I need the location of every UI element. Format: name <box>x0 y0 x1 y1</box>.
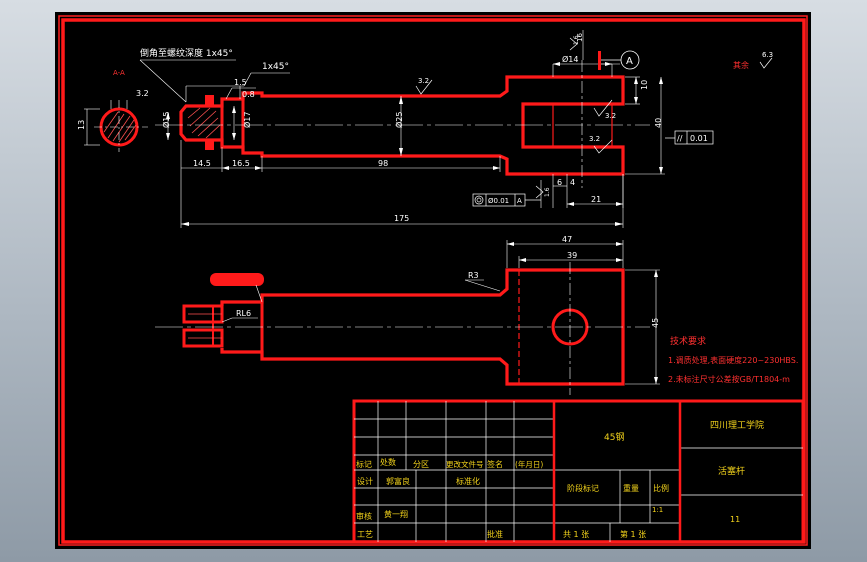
h-approve: 批准 <box>487 529 503 539</box>
roughness-3-2a: 3.2 <box>418 77 429 85</box>
chamfer-thread-note: 倒角至螺纹深度 1x45° <box>140 47 233 59</box>
dim-47: 47 <box>562 235 572 244</box>
datum-a-marker <box>598 50 640 70</box>
h-date: (年月日) <box>515 459 543 469</box>
dim-16: 16 <box>576 33 584 42</box>
outer-frame <box>58 15 808 546</box>
dim-16-5: 16.5 <box>232 159 250 168</box>
h-sign: 签名 <box>487 459 503 469</box>
h-zone: 分区 <box>413 460 429 469</box>
h-review: 审核 <box>356 511 372 521</box>
roughness-6-3: 6.3 <box>762 51 773 59</box>
front-dimension-lines <box>139 30 665 228</box>
dim-1-5: 1.5 <box>234 78 247 87</box>
drawing-number: 11 <box>730 515 740 524</box>
front-view <box>155 60 650 188</box>
parallel-symbol: // <box>677 134 683 143</box>
h-count: 处数 <box>380 457 396 467</box>
dim-6: 6 <box>557 178 562 187</box>
top-view <box>155 262 650 395</box>
dim-40: 40 <box>654 118 663 128</box>
section-label: A-A <box>113 69 125 77</box>
radius-rl6: RL6 <box>236 309 251 318</box>
h-doc: 更改文件号 <box>446 459 484 469</box>
arrowheads <box>166 62 663 226</box>
designer: 郭富良 <box>386 476 410 486</box>
h-process: 工艺 <box>357 530 373 539</box>
roughness-symbols <box>415 37 773 199</box>
h-standard: 标准化 <box>456 476 480 486</box>
dim-14: Ø14 <box>562 54 578 64</box>
dim-21: 21 <box>591 195 601 204</box>
tech-requirements-title: 技术要求 <box>670 335 706 347</box>
dim-13: 13 <box>77 120 86 130</box>
title-block-grid <box>352 399 805 544</box>
dim-25: Ø25 <box>394 112 404 128</box>
dim-39: 39 <box>567 251 577 260</box>
h-stage: 阶段标记 <box>567 483 599 493</box>
sheet-number: 第 1 张 <box>620 529 646 539</box>
section-view <box>84 100 148 152</box>
material: 45钢 <box>604 431 624 443</box>
roughness-1-6a: 1.6 <box>573 35 580 45</box>
h-weight: 重量 <box>623 483 639 493</box>
tolerance-frames <box>472 130 714 207</box>
dim-98: 98 <box>378 159 388 168</box>
school-name: 四川理工学院 <box>710 419 764 431</box>
roughness-3-2c: 3.2 <box>589 135 600 143</box>
tech-requirement-1: 1.调质处理,表面硬度220~230HBS. <box>668 355 798 365</box>
rest-roughness-label: 其余 <box>733 60 749 70</box>
drawing-sheet: 倒角至螺纹深度 1x45° A-A 3.2 13 Ø15 Ø17 Ø25 1x4… <box>55 12 811 549</box>
dim-17: Ø17 <box>242 112 252 128</box>
h-design: 设计 <box>357 476 373 486</box>
radius-r3: R3 <box>468 271 479 280</box>
dim-14-5: 14.5 <box>193 159 211 168</box>
top-dimension-lines <box>221 240 660 385</box>
datum-a-letter: A <box>626 56 633 67</box>
reviewer: 黄一翔 <box>384 509 408 519</box>
tech-requirement-2: 2.未标注尺寸公差按GB/T1804-m <box>668 374 790 384</box>
top-arrowheads <box>507 242 658 384</box>
roughness-1-6b: 1.6 <box>544 187 551 197</box>
dim-15: Ø15 <box>161 112 171 128</box>
dim-45: 45 <box>651 318 660 328</box>
dim-4: 4 <box>570 178 575 187</box>
drawing-canvas: 倒角至螺纹深度 1x45° A-A 3.2 13 Ø15 Ø17 Ø25 1x4… <box>58 15 808 546</box>
dim-3-2: 3.2 <box>136 89 149 98</box>
inner-frame <box>61 18 806 544</box>
dim-175: 175 <box>394 214 409 223</box>
part-name: 活塞杆 <box>718 465 745 477</box>
sheet-count: 共 1 张 <box>563 530 589 539</box>
concentric-datum: A <box>517 197 522 205</box>
chamfer-small: 1x45° <box>262 62 289 72</box>
concentric-value: Ø0.01 <box>488 197 509 205</box>
dim-10: 10 <box>640 80 649 90</box>
scale-value: 1:1 <box>652 506 663 514</box>
dim-0-8: 0.8 <box>242 90 255 99</box>
h-mark: 标记 <box>356 459 372 469</box>
parallel-value: 0.01 <box>690 134 708 143</box>
roughness-3-2b: 3.2 <box>605 112 616 120</box>
h-scale: 比例 <box>653 483 669 493</box>
